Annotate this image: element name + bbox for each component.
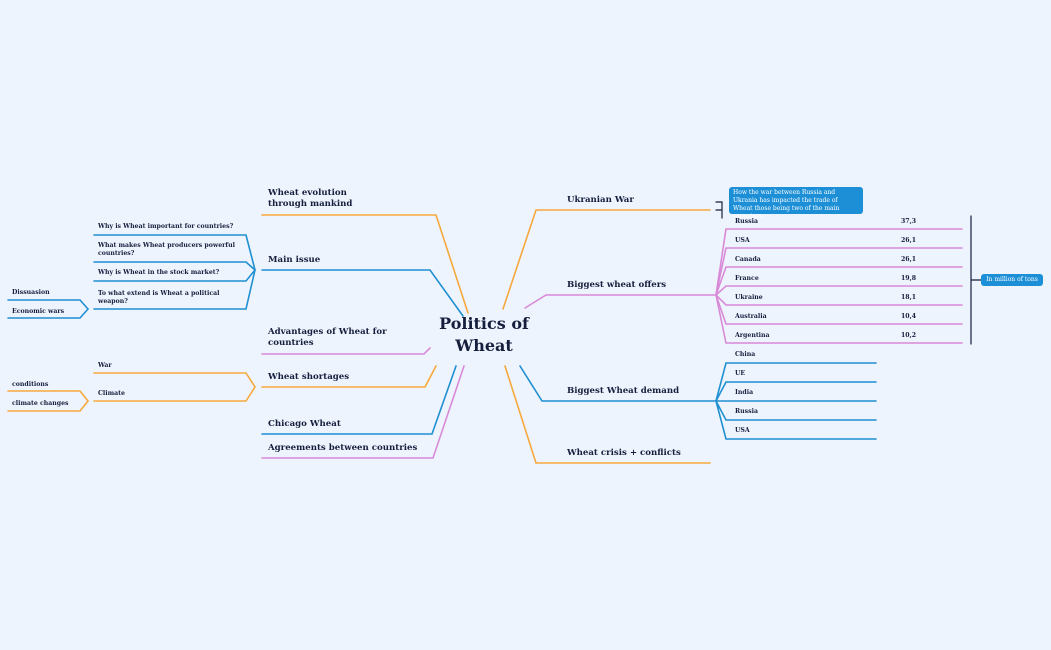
climate-item[interactable]: conditions: [12, 381, 49, 388]
branch-wheat-shortages[interactable]: Wheat shortages: [268, 372, 350, 382]
main-issue-item[interactable]: What makes Wheat producers powerful coun…: [98, 242, 235, 257]
demand-country[interactable]: UE: [735, 370, 746, 377]
branch-wheat-evolution[interactable]: Wheat evolution through mankind: [268, 188, 353, 209]
demand-country[interactable]: China: [735, 351, 756, 358]
main-issue-item[interactable]: Why is Wheat in the stock market?: [98, 269, 220, 276]
offer-value: 26,1: [901, 256, 917, 263]
connector-war: [93, 372, 256, 388]
connector-main-issue: [261, 269, 464, 317]
offer-country[interactable]: Argentina: [735, 332, 770, 339]
branch-biggest-wheat-demand[interactable]: Biggest Wheat demand: [567, 386, 680, 396]
connector-shortages: [261, 365, 437, 388]
offers-bracket: [970, 215, 982, 345]
offer-country[interactable]: Russia: [735, 218, 758, 225]
climate-item[interactable]: climate changes: [12, 400, 69, 407]
offer-country[interactable]: France: [735, 275, 759, 282]
offer-value: 10,4: [901, 313, 917, 320]
offer-value: 19,8: [901, 275, 917, 282]
connector-chicago: [261, 365, 457, 435]
connector-conditions: [7, 390, 89, 402]
branch-advantages[interactable]: Advantages of Wheat for countries: [268, 327, 387, 348]
demand-country[interactable]: India: [735, 389, 754, 396]
offer-value: 26,1: [901, 237, 917, 244]
connector-advantages: [261, 347, 431, 355]
connector-climate-changes: [7, 400, 89, 412]
connector-crisis: [504, 365, 711, 464]
connector-climate: [93, 386, 256, 402]
offer-country[interactable]: USA: [735, 237, 750, 244]
connector-evolution: [261, 214, 469, 314]
connector-offers: [524, 294, 717, 309]
ukranian-war-note[interactable]: How the war between Russia and Ukrania h…: [729, 187, 863, 220]
demand-country[interactable]: Russia: [735, 408, 758, 415]
offer-country[interactable]: Ukraine: [735, 294, 763, 301]
branch-chicago-wheat[interactable]: Chicago Wheat: [268, 419, 341, 429]
offer-country[interactable]: Australia: [735, 313, 767, 320]
branch-wheat-crisis[interactable]: Wheat crisis + conflicts: [567, 448, 681, 458]
political-weapon-item[interactable]: Economic wars: [12, 308, 65, 315]
connector-main-issue-q1: [93, 234, 256, 271]
offer-value: 10,2: [901, 332, 917, 339]
offer-value: 37,3: [901, 218, 917, 225]
central-topic[interactable]: Politics of Wheat: [439, 314, 529, 356]
branch-biggest-wheat-offers[interactable]: Biggest wheat offers: [567, 280, 667, 290]
connector-dissuasion: [7, 299, 89, 310]
offers-unit-note[interactable]: In million of tons: [981, 274, 1043, 286]
branch-agreements[interactable]: Agreements between countries: [268, 443, 418, 453]
shortages-item[interactable]: Climate: [98, 390, 125, 397]
connector-economic-wars: [7, 308, 89, 319]
connector-main-issue-q3: [93, 269, 256, 282]
demand-country[interactable]: USA: [735, 427, 750, 434]
shortages-item[interactable]: War: [98, 362, 112, 369]
connector-agreements: [261, 365, 465, 459]
main-issue-item[interactable]: To what extend is Wheat a political weap…: [98, 290, 220, 305]
connector-ukranian-war: [502, 209, 711, 310]
political-weapon-item[interactable]: Dissuasion: [12, 289, 50, 296]
branch-main-issue[interactable]: Main issue: [268, 255, 321, 265]
branch-ukranian-war[interactable]: Ukranian War: [567, 195, 634, 205]
callout-bracket: [715, 201, 723, 219]
main-issue-item[interactable]: Why is Wheat important for countries?: [98, 223, 234, 230]
connector-main-issue-q4: [93, 269, 256, 310]
offer-value: 18,1: [901, 294, 917, 301]
connector-main-issue-q2: [93, 261, 256, 271]
offer-country[interactable]: Canada: [735, 256, 761, 263]
connector-demand: [519, 365, 717, 402]
